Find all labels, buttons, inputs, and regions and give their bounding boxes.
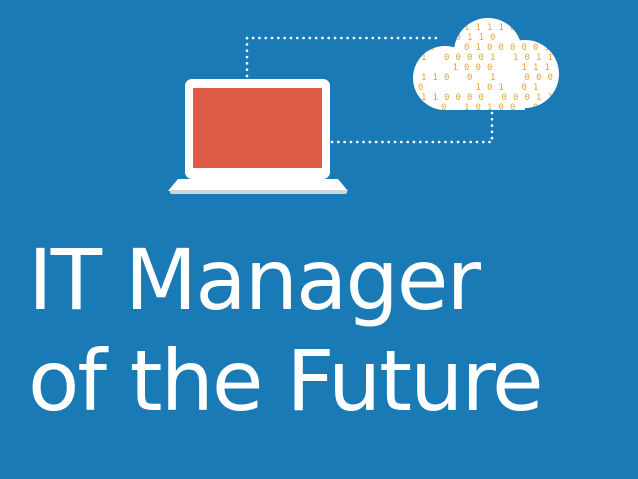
laptop-screen <box>193 88 322 168</box>
binary-digit: 0 <box>490 33 495 43</box>
binary-digit: 1 <box>433 73 438 83</box>
binary-digit: 1 <box>441 23 446 33</box>
binary-digit: 1 <box>433 93 438 103</box>
binary-digit: 0 <box>548 33 553 43</box>
binary-digit: 1 <box>490 53 495 63</box>
binary-digit: 1 <box>476 83 481 93</box>
illustration: 1110100011100000000101100000111100100100… <box>168 18 559 194</box>
binary-digit: 0 <box>545 103 550 113</box>
binary-digit: 1 <box>548 53 553 63</box>
binary-digit: 1 <box>476 23 481 33</box>
binary-digit: 0 <box>430 23 435 33</box>
binary-digit: 1 <box>533 63 538 73</box>
cloud-icon: 1110100011100000000101100000111100100100… <box>413 18 559 113</box>
laptop-icon <box>168 79 348 194</box>
binary-digit: 1 <box>453 63 458 73</box>
binary-digit: 0 <box>444 93 449 103</box>
binary-digit: 0 <box>430 43 435 53</box>
binary-digit: 0 <box>513 93 518 103</box>
binary-digit: 1 <box>536 53 541 63</box>
binary-digit: 0 <box>441 103 446 113</box>
binary-digit: 0 <box>522 43 527 53</box>
title-line-1: IT Manager <box>28 231 481 329</box>
binary-digit: 1 <box>467 33 472 43</box>
laptop-base-shadow <box>170 190 347 194</box>
binary-digit: 0 <box>533 103 538 113</box>
binary-digit: 0 <box>510 103 515 113</box>
cloud-shape <box>413 18 559 110</box>
binary-digit: 0 <box>453 23 458 33</box>
binary-digit: 0 <box>487 43 492 53</box>
dotted-connector-lines <box>245 36 494 144</box>
binary-digit: 0 <box>525 93 530 103</box>
binary-digit: 1 <box>499 83 504 93</box>
binary-digit: 1 <box>499 23 504 33</box>
binary-digit: 0 <box>510 43 515 53</box>
binary-digit: 0 <box>444 33 449 43</box>
binary-digit: 0 <box>533 43 538 53</box>
title-line-2: of the Future <box>28 332 544 430</box>
binary-digit: 1 <box>490 73 495 83</box>
binary-digit: 0 <box>499 43 504 53</box>
binary-digit: 1 <box>522 63 527 73</box>
binary-digit: 1 <box>418 23 423 33</box>
binary-digit: 0 <box>525 73 530 83</box>
binary-digit: 0 <box>536 33 541 43</box>
upper-connector-line <box>245 36 440 78</box>
binary-digit: 1 <box>548 93 553 103</box>
binary-digit: 1 <box>533 83 538 93</box>
binary-digit: 1 <box>476 43 481 53</box>
binary-digit: 0 <box>536 73 541 83</box>
binary-digit: 0 <box>464 43 469 53</box>
binary-digit: 0 <box>444 73 449 83</box>
binary-digit: 1 <box>545 23 550 33</box>
binary-digit: 0 <box>467 73 472 83</box>
binary-digit: 1 <box>545 63 550 73</box>
binary-digit: 0 <box>476 63 481 73</box>
binary-digit: 1 <box>421 93 426 103</box>
lower-connector-line <box>330 110 494 144</box>
binary-digit: 0 <box>456 53 461 63</box>
binary-digit: 1 <box>545 43 550 53</box>
binary-digit: 1 <box>421 53 426 63</box>
binary-digit: 0 <box>502 93 507 103</box>
binary-digit: 0 <box>479 93 484 103</box>
binary-digit: 1 <box>479 33 484 43</box>
binary-digit: 0 <box>476 103 481 113</box>
binary-digit: 1 <box>487 103 492 113</box>
binary-digit: 1 <box>536 93 541 103</box>
binary-digit: 0 <box>525 53 530 63</box>
binary-digit: 1 <box>464 23 469 33</box>
binary-digit: 0 <box>479 53 484 63</box>
binary-digit: 1 <box>513 53 518 63</box>
binary-digit: 0 <box>487 83 492 93</box>
binary-digit: 0 <box>467 53 472 63</box>
binary-digit: 0 <box>456 33 461 43</box>
laptop-base <box>168 179 348 191</box>
binary-digit: 0 <box>499 103 504 113</box>
binary-digit: 0 <box>510 23 515 33</box>
binary-digit: 0 <box>464 63 469 73</box>
binary-digit: 1 <box>487 23 492 33</box>
binary-digit: 0 <box>522 23 527 33</box>
binary-digit: 0 <box>444 53 449 63</box>
binary-digit: 0 <box>522 83 527 93</box>
binary-digit: 0 <box>548 73 553 83</box>
binary-digit: 0 <box>487 63 492 73</box>
binary-digit: 1 <box>464 103 469 113</box>
binary-digit: 0 <box>418 83 423 93</box>
binary-digit: 0 <box>467 93 472 103</box>
binary-digit: 1 <box>421 73 426 83</box>
binary-digit: 0 <box>456 93 461 103</box>
